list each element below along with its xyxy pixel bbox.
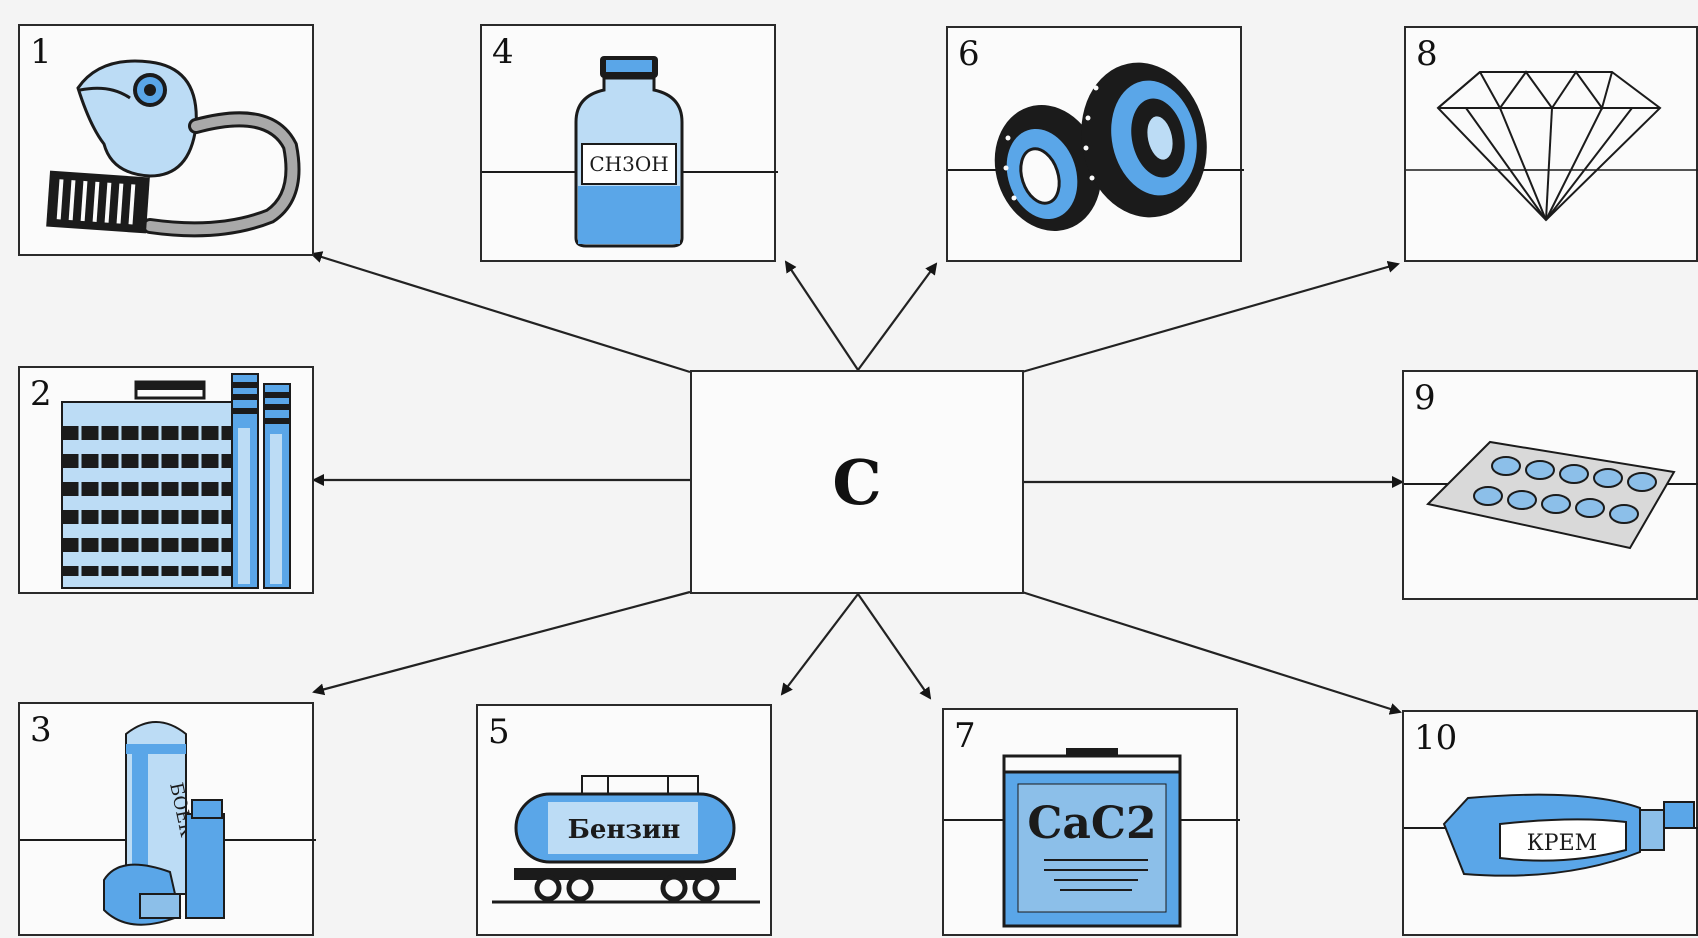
bottle-icon: CH3OH bbox=[482, 56, 778, 248]
bottle-label: CH3OH bbox=[589, 152, 668, 176]
gas-mask-icon bbox=[46, 59, 301, 238]
box-number-4: 4 bbox=[492, 32, 514, 72]
tanker-label: Бензин bbox=[568, 815, 681, 845]
box-5: 5 Бензин bbox=[476, 704, 772, 936]
electrodes-icon bbox=[61, 373, 291, 589]
box-2: 2 bbox=[18, 366, 314, 594]
tires-icon bbox=[948, 62, 1244, 231]
arrow-to-6 bbox=[857, 262, 938, 371]
center-label: C bbox=[832, 445, 882, 519]
arrow-to-1 bbox=[310, 251, 691, 374]
arrow-to-7 bbox=[857, 593, 932, 700]
box-4: 4 CH3OH bbox=[480, 24, 778, 262]
box-number-8: 8 bbox=[1416, 34, 1438, 74]
arrow-to-8 bbox=[1021, 260, 1400, 374]
box-8: 8 bbox=[1404, 26, 1698, 262]
can-formula: CaC2 bbox=[1027, 798, 1156, 849]
box-1: 1 bbox=[18, 24, 314, 256]
carbide-can-icon: CaC2 bbox=[944, 748, 1240, 928]
arrow-to-4 bbox=[784, 260, 859, 371]
pills-icon bbox=[1404, 440, 1698, 550]
box-number-2: 2 bbox=[30, 374, 52, 414]
arrow-to-10 bbox=[1021, 590, 1402, 715]
arrow-to-5 bbox=[780, 593, 859, 696]
tanker-icon: Бензин bbox=[492, 775, 760, 904]
tube-label: КРЕМ bbox=[1527, 831, 1597, 856]
box-9: 9 bbox=[1402, 370, 1698, 600]
diamond-icon bbox=[1406, 70, 1698, 222]
box-number-3: 3 bbox=[30, 710, 52, 750]
box-number-10: 10 bbox=[1414, 718, 1458, 758]
box-number-6: 6 bbox=[958, 34, 980, 74]
box-number-5: 5 bbox=[488, 712, 510, 752]
box-number-1: 1 bbox=[30, 32, 52, 72]
box-number-7: 7 bbox=[954, 716, 976, 756]
cream-tube-icon: КРЕМ bbox=[1404, 793, 1698, 877]
box-7: 7 CaC2 bbox=[942, 708, 1240, 936]
arrow-to-3 bbox=[312, 590, 691, 696]
box-10: 10 КРЕМ bbox=[1402, 710, 1698, 936]
box-number-9: 9 bbox=[1414, 378, 1436, 418]
box-3: 3 БОЕК bbox=[18, 702, 316, 936]
center-box: C bbox=[690, 370, 1024, 594]
box-6: 6 bbox=[946, 26, 1244, 262]
spray-can-icon: БОЕК bbox=[20, 721, 316, 926]
